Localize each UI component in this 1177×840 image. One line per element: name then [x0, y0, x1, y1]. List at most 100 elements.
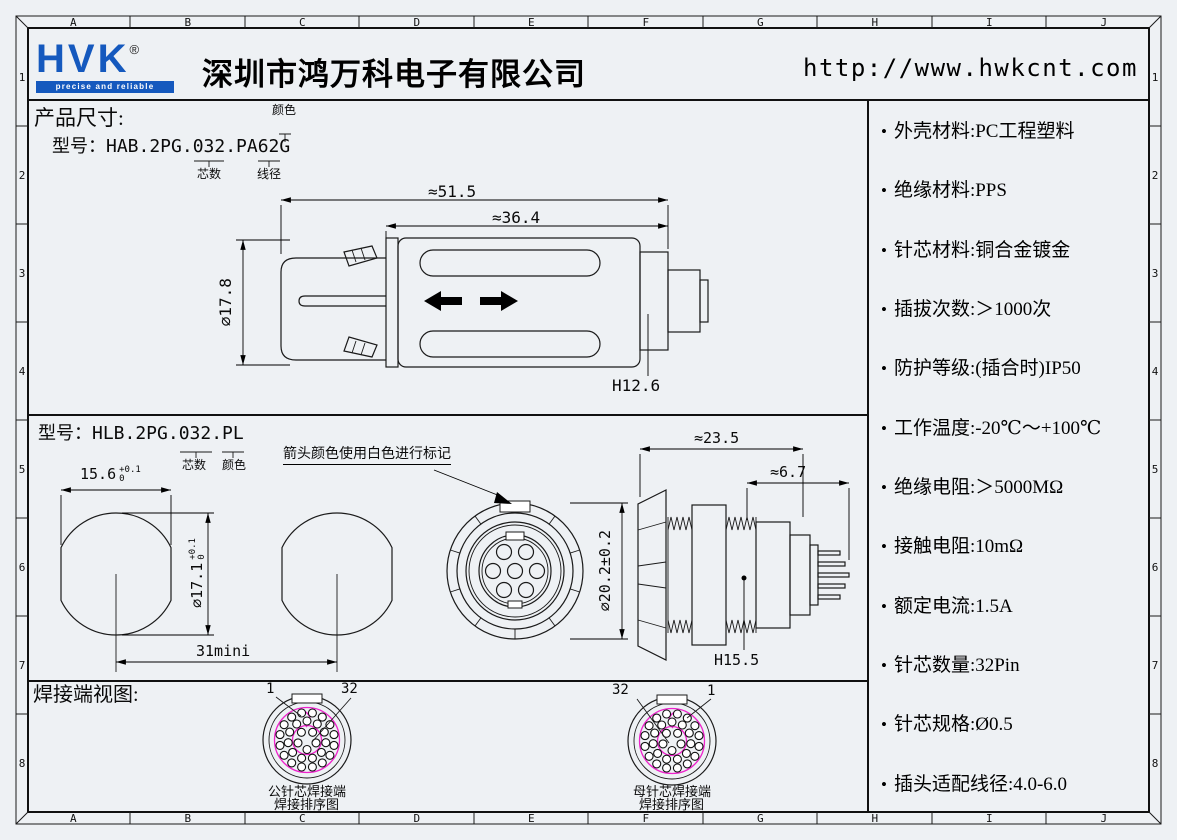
grid-ref-row-right: 7	[1151, 658, 1159, 672]
spec-item: • 接触电阻:10mΩ	[881, 531, 1147, 558]
grid-ref-col-top: D	[413, 15, 421, 29]
spec-item: • 额定电流:1.5A	[881, 591, 1147, 618]
company-name: 深圳市鸿万科电子有限公司	[202, 57, 586, 92]
grid-ref-col-bottom: G	[756, 811, 764, 825]
dim-receptacle-rear: ≈6.7	[770, 463, 807, 481]
dim-front-length: ≈36.4	[492, 208, 541, 227]
model2-cores-label: 芯数	[182, 458, 207, 472]
grid-ref-col-bottom: I	[985, 811, 993, 825]
bullet-icon: •	[881, 240, 887, 260]
grid-ref-col-top: C	[298, 15, 306, 29]
dim-receptacle-length: ≈23.5	[694, 429, 740, 447]
spec-text: 绝缘电阻:＞5000MΩ	[893, 477, 1064, 499]
bullet-icon: •	[881, 656, 887, 676]
spec-item: • 针芯材料:铜合金镀金	[881, 235, 1147, 262]
grid-ref-col-top: H	[871, 15, 879, 29]
grid-ref-col-bottom: J	[1100, 811, 1108, 825]
grid-ref-col-top: B	[184, 15, 192, 29]
grid-ref-row-left: 3	[18, 266, 26, 280]
male-pin32-label: 32	[341, 681, 358, 697]
bullet-icon: •	[881, 359, 887, 379]
front-view	[433, 469, 628, 640]
dim-cutout-width: 15.6 +0.1 0	[80, 466, 141, 484]
grid-ref-row-right: 4	[1151, 364, 1159, 378]
dim-plug-height: H12.6	[612, 376, 661, 395]
spec-text: 绝缘材料:PPS	[893, 180, 1007, 202]
spec-item: • 工作温度:-20℃～+100℃	[881, 413, 1147, 440]
weld-view-male	[262, 693, 352, 785]
dim-cutout-height-tolerance: +0.1 0	[187, 538, 207, 560]
grid-ref-col-top: E	[527, 15, 535, 29]
model1-wire-label: 线径	[257, 167, 282, 181]
bullet-icon: •	[881, 478, 887, 498]
panel-cutout-views	[60, 487, 393, 672]
spec-item: •绝缘材料:PPS	[881, 175, 1147, 202]
grid-ref-row-right: 2	[1151, 168, 1159, 182]
white-mark-arrow-icon	[494, 492, 512, 504]
dim-cutout-spacing: 31mini	[196, 642, 251, 660]
grid-ref-row-left: 8	[18, 756, 26, 770]
spec-list: •外壳材料:PC工程塑料•绝缘材料:PPS•针芯材料:铜合金镀金•插拔次数:＞1…	[869, 100, 1147, 812]
grid-ref-row-right: 5	[1151, 462, 1159, 476]
spec-text: 针芯材料:铜合金镀金	[893, 239, 1071, 261]
male-pin1-label: 1	[266, 681, 275, 697]
bullet-icon: •	[881, 537, 887, 557]
spec-text: 工作温度:-20℃～+100℃	[893, 417, 1102, 439]
model2-line: 型号：HLB.2PG.032.PL	[38, 423, 244, 444]
spec-text: 额定电流:1.5A	[893, 595, 1013, 617]
bullet-icon: •	[881, 774, 887, 794]
spec-item: •针芯规格:Ø0.5	[881, 709, 1147, 736]
dim-receptacle-height: H15.5	[714, 651, 760, 669]
spec-text: 接触电阻:10mΩ	[893, 536, 1024, 558]
section1-title: 产品尺寸:	[34, 106, 124, 130]
grid-ref-col-bottom: D	[413, 811, 421, 825]
model2-annotation-ticks	[180, 451, 244, 458]
grid-ref-row-right: 8	[1151, 756, 1159, 770]
section3-title: 焊接端视图:	[33, 684, 139, 706]
dim-plug-diameter: ⌀17.8	[215, 278, 235, 327]
bullet-icon: •	[881, 596, 887, 616]
arrow-color-note: 箭头颜色使用白色进行标记	[283, 447, 451, 466]
grid-ref-col-bottom: C	[298, 811, 306, 825]
spec-text: 针芯数量:32Pin	[893, 655, 1020, 677]
logo: HVK® precise and reliable	[36, 38, 174, 93]
logo-text: HVK	[36, 37, 130, 81]
grid-ref-row-left: 6	[18, 560, 26, 574]
model1-color-label: 颜色	[272, 103, 297, 117]
sheet-frame	[15, 15, 1162, 825]
grid-ref-row-left: 7	[18, 658, 26, 672]
dim-cutout-width-tolerance: +0.1 0	[119, 465, 141, 484]
contact-holes	[484, 543, 546, 599]
model2-color-label: 颜色	[222, 458, 247, 472]
registered-mark-icon: ®	[129, 42, 140, 57]
weld-view-female	[627, 694, 717, 786]
dim-overall-length: ≈51.5	[428, 182, 477, 201]
spec-text: 插拔次数:＞1000次	[893, 299, 1052, 321]
model1-line: 型号：HAB.2PG.032.PA62G	[52, 136, 291, 157]
grid-ref-col-top: G	[756, 15, 764, 29]
grid-ref-col-bottom: F	[642, 811, 650, 825]
bullet-icon: •	[881, 418, 887, 438]
male-pins	[275, 708, 339, 772]
bullet-icon: •	[881, 715, 887, 735]
bullet-icon: •	[881, 122, 887, 142]
grid-ref-col-bottom: A	[69, 811, 77, 825]
spec-item: • 外壳材料:PC工程塑料	[881, 116, 1147, 143]
spec-item: • 绝缘电阻:＞5000MΩ	[881, 472, 1147, 499]
right-arrow-icon	[480, 291, 518, 311]
website-url: http://www.hwkcnt.com	[803, 54, 1138, 82]
spec-text: 外壳材料:PC工程塑料	[893, 121, 1075, 143]
grid-ref-row-right: 3	[1151, 266, 1159, 280]
model1-annotation-ticks	[194, 133, 291, 167]
grid-ref-col-bottom: E	[527, 811, 535, 825]
grid-ref-row-left: 4	[18, 364, 26, 378]
male-caption-line1: 公针芯焊接端	[268, 784, 347, 799]
female-pin1-label: 1	[707, 683, 716, 699]
plug-side-view	[236, 197, 709, 376]
bullet-icon: •	[881, 300, 887, 320]
dim-front-diameter: ⌀20.2±0.2	[596, 529, 615, 612]
dim-cutout-width-value: 15.6	[80, 465, 117, 484]
model1-cores-label: 芯数	[197, 167, 222, 181]
